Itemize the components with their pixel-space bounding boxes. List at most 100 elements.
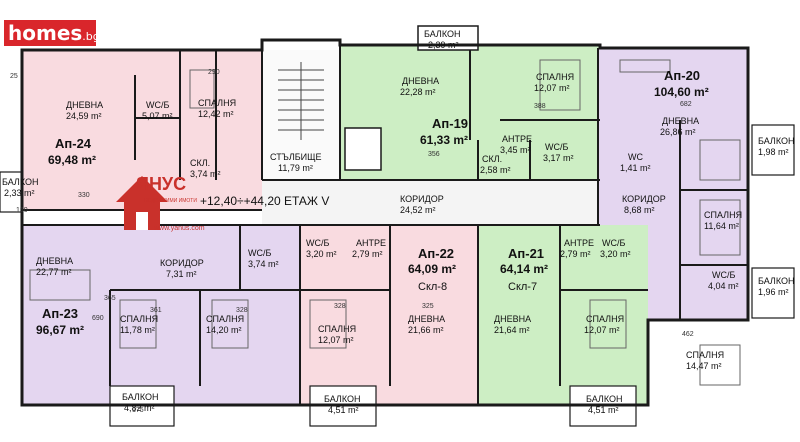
room-area: 2,58 m²: [480, 165, 511, 175]
room-area: 22,28 m²: [400, 87, 436, 97]
room-name: СКЛ.: [482, 154, 502, 164]
room-area: 5,07 m²: [142, 111, 173, 121]
elevator-shape: [344, 127, 382, 171]
room-area: 3,45 m²: [500, 145, 531, 155]
room-area: 3,74 m²: [248, 259, 279, 269]
agency-name: ЯНУС: [136, 174, 186, 194]
apt-21-zone: [478, 225, 648, 405]
apt-label: Ап-22: [418, 246, 454, 261]
dimension-label: 682: [680, 101, 692, 108]
dimension-label: 462: [682, 331, 694, 338]
agency-watermark: ЯНУС НЕДВИЖИМИ ИМОТИ www.yanus.com: [116, 174, 205, 232]
apt-label: Ап-23: [42, 306, 78, 321]
room-area: 11,79 m²: [278, 163, 313, 173]
room-name: АНТРЕ: [564, 238, 594, 248]
agency-tagline: НЕДВИЖИМИ ИМОТИ: [144, 198, 197, 204]
room-area: 4,04 m²: [708, 281, 739, 291]
room-area: 1,96 m²: [758, 287, 789, 297]
brand-suffix: .bg: [82, 30, 100, 43]
corridor-zone: [262, 180, 598, 225]
agency-site: www.yanus.com: [153, 225, 205, 232]
room-area: 3,20 m²: [600, 249, 631, 259]
room-name: WC/Б: [306, 238, 329, 248]
room-name: WC/Б: [602, 238, 625, 248]
room-name: СПАЛНЯ: [536, 72, 574, 82]
room-name: БАЛКОН: [324, 394, 360, 404]
room-area: 21,66 m²: [408, 325, 444, 335]
room-name: ДНЕВНА: [36, 256, 73, 266]
homes-logo[interactable]: homes.bg: [4, 20, 100, 46]
room-name: ДНЕВНА: [402, 76, 439, 86]
room-area: 12,07 m²: [318, 335, 354, 345]
brand-name: homes: [8, 21, 83, 45]
apt-area: 96,67 m²: [36, 323, 84, 337]
dimension-label: 388: [534, 103, 546, 110]
room-area: 14,47 m²: [686, 361, 722, 371]
floor-label: +12,40÷+44,20 ЕТАЖ V: [200, 194, 329, 208]
room-area: 7,31 m²: [166, 269, 197, 279]
room-name: БАЛКОН: [424, 29, 460, 39]
dimension-label: 365: [104, 295, 116, 302]
room-name: WC/Б: [545, 142, 568, 152]
apt-label: Ап-20: [664, 68, 700, 83]
room-name: БАЛКОН: [758, 276, 794, 286]
room-name: КОРИДОР: [622, 194, 666, 204]
room-name: WC/Б: [146, 100, 169, 110]
room-area: 24,59 m²: [66, 111, 102, 121]
apt-label: Ап-21: [508, 246, 544, 261]
room-area: 4,51 m²: [588, 405, 619, 415]
room-name: СПАЛНЯ: [120, 314, 158, 324]
dimension-label: 328: [334, 303, 346, 310]
room-name: СПАЛНЯ: [206, 314, 244, 324]
room-area: 4,82 m²: [124, 403, 155, 413]
room-area: 21,64 m²: [494, 325, 530, 335]
balcony-shape: [751, 124, 795, 176]
room-name: КОРИДОР: [160, 258, 204, 268]
balcony-shape: [751, 267, 795, 319]
dimension-label: 175: [132, 407, 144, 414]
room-area: 4,51 m²: [328, 405, 359, 415]
stair-treads: [278, 62, 324, 140]
apt-label: Ап-19: [432, 116, 468, 131]
room-area: 11,64 m²: [704, 221, 739, 231]
room-area: 14,20 m²: [206, 325, 242, 335]
room-area: 26,86 m²: [660, 127, 696, 137]
room-area: 3,20 m²: [306, 249, 337, 259]
room-name: БАЛКОН: [122, 392, 158, 402]
dimension-label: 361: [150, 307, 162, 314]
dimension-label: 325: [422, 303, 434, 310]
room-area: 1,98 m²: [758, 147, 789, 157]
room-area: 2,39 m²: [428, 40, 459, 50]
apt-23-zone: [22, 225, 302, 405]
room-name: СПАЛНЯ: [318, 324, 356, 334]
dimension-label: 150: [16, 207, 28, 214]
room-name: ДНЕВНА: [494, 314, 531, 324]
room-name: СПАЛНЯ: [198, 98, 236, 108]
room-name: СКЛ.: [190, 158, 210, 168]
room-area: 3,74 m²: [190, 169, 221, 179]
room-name: БАЛКОН: [758, 136, 794, 146]
room-name: БАЛКОН: [586, 394, 622, 404]
room-area: 24,52 m²: [400, 205, 436, 215]
room-name: КОРИДОР: [400, 194, 444, 204]
room-name: СПАЛНЯ: [704, 210, 742, 220]
room-area: 12,07 m²: [584, 325, 620, 335]
apt-label: Ап-24: [55, 136, 92, 151]
dimension-label: 330: [78, 192, 90, 199]
dimension-label: 25: [10, 73, 18, 80]
dimension-label: 328: [236, 307, 248, 314]
room-area: 3,17 m²: [543, 153, 574, 163]
dimension-label: 290: [208, 69, 220, 76]
room-name: WC: [628, 152, 643, 162]
storage-label: Скл-8: [418, 281, 447, 293]
room-area: 1,41 m²: [620, 163, 651, 173]
room-name: СТЪЛБИЩЕ: [270, 152, 322, 162]
house-roof-icon: [116, 176, 168, 202]
room-area: 2,79 m²: [560, 249, 591, 259]
apt-area: 61,33 m²: [420, 133, 468, 147]
room-area: 2,79 m²: [352, 249, 383, 259]
room-area: 8,68 m²: [624, 205, 655, 215]
room-area: 22,77 m²: [36, 267, 72, 277]
room-area: 11,78 m²: [120, 325, 155, 335]
